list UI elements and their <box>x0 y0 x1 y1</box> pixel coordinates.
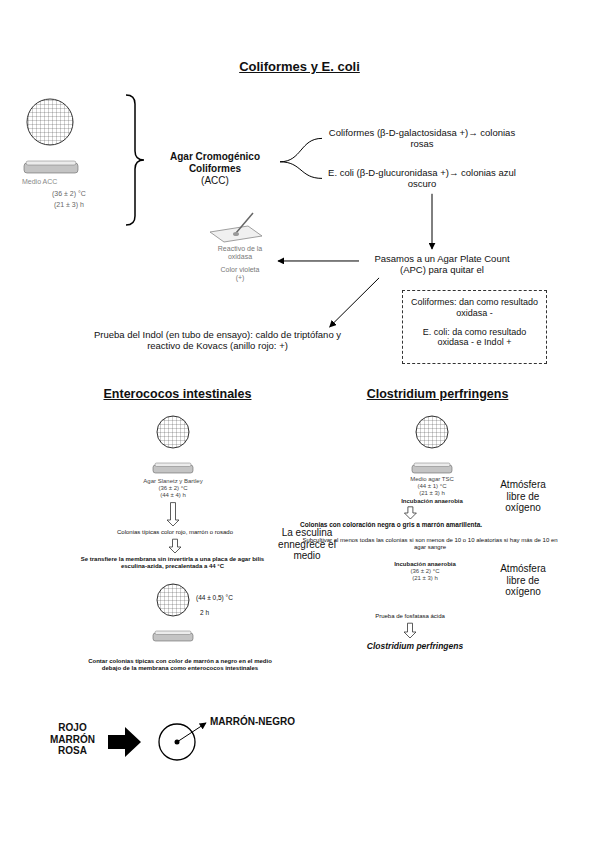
membrane-grid <box>27 99 73 145</box>
step-node: Colonias típicas color rojo, marrón o ro… <box>80 529 270 536</box>
membrane-grid <box>157 416 189 448</box>
node-text: Prueba de fosfatasa ácida <box>355 613 465 620</box>
bracket <box>126 95 144 225</box>
petri-lid <box>26 161 76 165</box>
node-text: (+) <box>205 274 275 282</box>
result-node: Coliformes (β-D-galactosidasa +)→ coloni… <box>322 127 522 150</box>
hollow-arrow <box>404 507 416 519</box>
test-node: Prueba de fosfatasa ácida <box>355 613 465 620</box>
brace-connector <box>280 162 322 179</box>
test-node: Prueba del Indol (en tubo de ensayo): ca… <box>80 329 355 352</box>
hollow-arrow <box>167 503 179 526</box>
node-text: Prueba del Indol (en tubo de ensayo): ca… <box>80 329 355 352</box>
node-text: Coliformes (β-D-galactosidasa +)→ coloni… <box>322 127 522 150</box>
medium-node: Agar Cromogénico Coliformes(ACC) <box>150 151 280 187</box>
side-note: La esculina ennegrece el medio <box>270 527 344 562</box>
node-text: Incubación anaerobia <box>392 498 472 505</box>
leader-arrow <box>177 723 206 742</box>
petri-lid <box>155 631 191 635</box>
node-text: Pasamos a un Agar Plate Count (APC) para… <box>362 253 522 276</box>
node-text: (21 ± 3) h <box>385 575 465 582</box>
swab-tip <box>233 232 239 236</box>
block-arrow <box>108 727 141 757</box>
petri-lid <box>155 463 191 467</box>
diagram-title: Coliformes y E. coli <box>0 60 599 75</box>
membrane-grid <box>157 584 189 616</box>
brace-connector <box>280 138 322 161</box>
dish-label-group: Medio agar TSC(44 ± 1) °C(21 ± 3) hIncub… <box>392 476 472 505</box>
node-text: (44 ± 1) °C <box>392 483 472 490</box>
hollow-arrow <box>169 539 181 553</box>
oxidase-slide <box>210 226 262 242</box>
node-text: Incubación anaerobia <box>385 561 465 568</box>
side-note: Atmósfera libre de oxígeno <box>492 479 554 514</box>
node-text: Agar Slanetz y Bartley <box>118 478 228 485</box>
node-text: E. coli (β-D-glucuronidasa +)→ colonias … <box>322 167 522 190</box>
step-node: Se transfiere la membrana sin invertirla… <box>75 556 270 570</box>
dish-label-group: (44 ± 0,5) °C 2 h <box>196 594 251 617</box>
node-text: Medio agar TSC <box>392 476 472 483</box>
result-node: Clostridium perfringens <box>345 641 485 651</box>
oxidase-swab <box>236 213 253 233</box>
arrow-connector <box>278 260 359 261</box>
dish-label-group: Medio ACC (36 ± 2) °C (21 ± 3) h <box>22 178 107 209</box>
node-text: (ACC) <box>150 175 280 187</box>
node-text: Color violeta <box>205 266 275 274</box>
node-text: (21 ± 3) h <box>54 201 107 209</box>
node-text: (44 ± 0,5) °C <box>196 594 251 602</box>
section-heading: Enterococos intestinales <box>90 387 265 401</box>
arrow-connector <box>432 194 433 249</box>
node-text: Colonias típicas color rojo, marrón o ro… <box>80 529 270 536</box>
node-text: Clostridium perfringens <box>345 641 485 651</box>
step-node: Pasamos a un Agar Plate Count (APC) para… <box>362 253 522 276</box>
section-heading: Clostridium perfringens <box>350 387 525 401</box>
node-text: Reactivo de la oxidasa <box>205 245 275 262</box>
node-text: (44 ± 4) h <box>118 492 228 499</box>
hollow-arrow <box>404 623 416 638</box>
node-text: Contar colonias típicas con color de mar… <box>80 658 280 672</box>
node-text: Subcultivar al menos todas las colonias … <box>300 537 560 551</box>
node-text: Colonias con coloración negra o gris a m… <box>300 521 575 529</box>
node-text: Se transfiere la membrana sin invertirla… <box>75 556 270 570</box>
node-text: (36 ± 2) °C <box>52 190 107 198</box>
node-text: E. coli: da como resultado oxidasa - e I… <box>407 327 542 349</box>
side-note: Atmósfera libre de oxígeno <box>492 563 554 598</box>
node-text: (36 ± 2) °C <box>118 485 228 492</box>
node-text: Medio ACC <box>22 178 107 186</box>
arrow-connector <box>330 278 379 327</box>
node-text: Coliformes: dan como resultado oxidasa - <box>407 297 542 319</box>
reagent-node: Reactivo de la oxidasaColor violeta(+) <box>205 245 275 283</box>
step-node: Subcultivar al menos todas las colonias … <box>300 537 560 551</box>
node-text: (36 ± 2) °C <box>385 568 465 575</box>
petri-lid <box>414 463 450 467</box>
node-text: 2 h <box>200 609 251 617</box>
membrane-grid <box>416 416 448 448</box>
node-text: Agar Cromogénico Coliformes <box>150 151 280 175</box>
step-node: Contar colonias típicas con color de mar… <box>80 658 280 672</box>
color-note: ROJO MARRÓN ROSA <box>45 722 100 757</box>
node-text: (21 ± 3) h <box>392 490 472 497</box>
dish-label-group: Incubación anaerobia(36 ± 2) °C(21 ± 3) … <box>385 561 465 583</box>
result-node: E. coli (β-D-glucuronidasa +)→ colonias … <box>322 167 522 190</box>
color-note: MARRÓN-NEGRO <box>210 716 310 728</box>
step-node: Colonias con coloración negra o gris a m… <box>300 521 575 529</box>
note-box: Coliformes: dan como resultado oxidasa -… <box>402 290 547 364</box>
dish-label-group: Agar Slanetz y Bartley(36 ± 2) °C(44 ± 4… <box>118 478 228 500</box>
